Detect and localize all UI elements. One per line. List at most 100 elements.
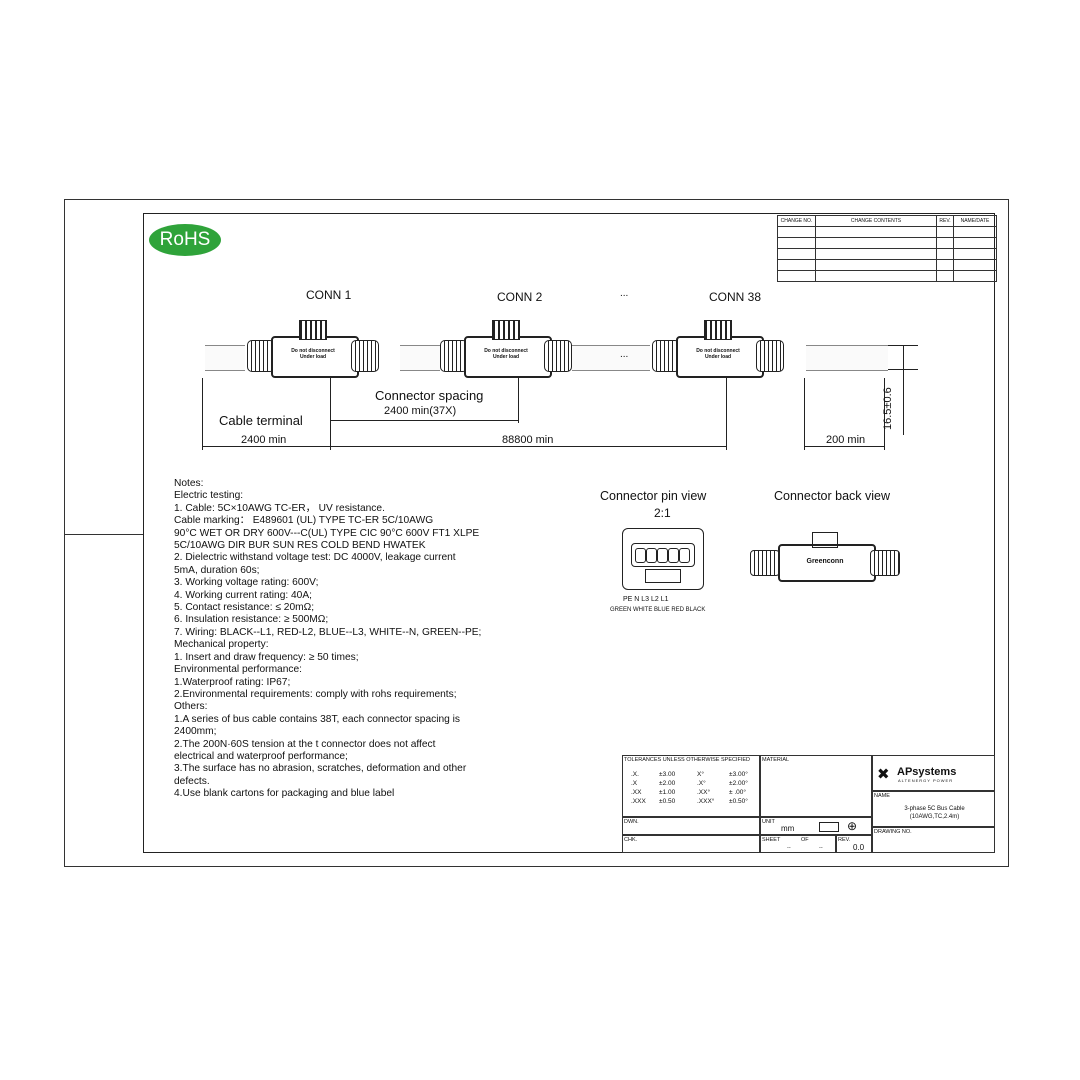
note-line: 5C/10AWG DIR BUR SUN RES COLD BEND HWATE… xyxy=(174,540,426,552)
cable-segment xyxy=(572,345,650,371)
note-line: 4. Working current rating: 40A; xyxy=(174,589,312,601)
connector-grip xyxy=(870,550,900,576)
note-line: Mechanical property: xyxy=(174,639,269,651)
drawing-no-cell: DRAWING NO. xyxy=(872,827,995,853)
dim-diameter-line xyxy=(903,345,904,435)
notes-block: Notes: Electric testing: 1. Cable: 5C×10… xyxy=(174,478,481,801)
revision-table: CHANGE NO. CHANGE CONTENTS REV. NAME/DAT… xyxy=(777,215,997,282)
connector-grip xyxy=(351,340,379,372)
note-line: 3.The surface has no abrasion, scratches… xyxy=(174,763,467,775)
dim-end xyxy=(804,446,884,447)
pin-socket xyxy=(631,543,695,567)
dim-connector-spacing xyxy=(330,420,518,421)
note-line: 3. Working voltage rating: 600V; xyxy=(174,577,319,589)
rohs-logo: RoHS xyxy=(149,224,221,256)
note-line: Notes: xyxy=(174,478,204,489)
pin-view-title: Connector pin view xyxy=(600,489,707,503)
connector-spacing-value: 2400 min(37X) xyxy=(384,405,457,417)
note-line: Electric testing: xyxy=(174,490,244,502)
connector-latch xyxy=(704,320,732,340)
material-cell: MATERIAL xyxy=(760,755,872,817)
note-line: 2.The 200N·60S tension at the t connecto… xyxy=(174,738,436,750)
dim-terminal xyxy=(202,446,330,447)
note-line: 1. Insert and draw frequency: ≥ 50 times… xyxy=(174,651,359,663)
name-cell: NAME 3-phase 5C Bus Cable (10AWG,TC,2.4m… xyxy=(872,791,995,827)
conn2-label: CONN 2 xyxy=(497,290,543,304)
connector-spacing-title: Connector spacing xyxy=(375,388,484,403)
company-tagline: ALTENERGY POWER xyxy=(898,778,954,783)
cable-segment xyxy=(205,345,245,371)
connector-grip xyxy=(750,550,780,576)
company-name: APsystems xyxy=(897,766,957,778)
connector-back-diagram: Greenconn xyxy=(750,532,900,582)
unit-cell: UNIT mm ⊕ xyxy=(760,817,872,835)
note-line: 5. Contact resistance: ≤ 20mΩ; xyxy=(174,602,315,614)
dim-extension-line xyxy=(726,378,727,450)
note-line: 2.Environmental requirements: comply wit… xyxy=(174,688,457,700)
dim-diameter-tick xyxy=(888,345,918,346)
note-line: 2400mm; xyxy=(174,726,217,738)
pin-key xyxy=(645,569,681,583)
drawing-outer-border xyxy=(64,199,1009,867)
brand-mark: Greenconn xyxy=(806,558,844,565)
note-line: Environmental performance: xyxy=(174,664,302,676)
dim-extension-line xyxy=(330,378,331,450)
tolerance-cell: TOLERANCES UNLESS OTHERWISE SPECIFIED .X… xyxy=(622,755,760,817)
dim-extension-line xyxy=(202,378,203,450)
note-line: 4.Use blank cartons for packaging and bl… xyxy=(174,788,395,800)
note-line: Cable marking： E489601 (UL) TYPE TC-ER 5… xyxy=(174,515,434,527)
note-line: 1. Cable: 5C×10AWG TC-ER， UV resistance. xyxy=(174,502,385,514)
end-length: 200 min xyxy=(826,434,866,446)
pin-colors: GREEN WHITE BLUE RED BLACK xyxy=(610,607,706,613)
back-view-title: Connector back view xyxy=(774,489,891,503)
drawing-frame xyxy=(143,213,995,853)
border-tick xyxy=(64,534,143,535)
note-line: 90°C WET OR DRY 600V---C(UL) TYPE CIC 90… xyxy=(174,527,480,539)
projection-cone-icon xyxy=(819,822,839,832)
terminal-length: 2400 min xyxy=(241,434,287,446)
dim-extension-line xyxy=(804,378,805,450)
rev-header-rev: REV. xyxy=(936,215,954,227)
title-block: TOLERANCES UNLESS OTHERWISE SPECIFIED .X… xyxy=(622,755,995,853)
rev-header-contents: CHANGE CONTENTS xyxy=(815,215,937,227)
unit-value: mm xyxy=(781,824,795,833)
conn1-label: CONN 1 xyxy=(306,288,352,302)
connector-grip xyxy=(544,340,572,372)
connector-pin-diagram xyxy=(622,528,704,590)
cable-segment xyxy=(400,345,440,371)
connector-latch xyxy=(812,532,838,548)
note-line: 1.Waterproof rating: IP67; xyxy=(174,676,291,688)
note-line: 1.A series of bus cable contains 38T, ea… xyxy=(174,713,460,725)
dim-total xyxy=(330,446,726,447)
note-line: 2. Dielectric withstand voltage test: DC… xyxy=(174,552,456,564)
apsystems-logo-icon: ✖ xyxy=(877,766,890,783)
connector-latch xyxy=(299,320,327,340)
rev-header-name-date: NAME/DATE xyxy=(953,215,997,227)
connector-latch xyxy=(492,320,520,340)
cable-segment xyxy=(806,345,888,371)
conn38-label: CONN 38 xyxy=(709,290,762,304)
projection-circle-icon: ⊕ xyxy=(847,819,858,833)
pin-labels: PE N L3 L2 L1 xyxy=(623,596,669,603)
note-line: Others: xyxy=(174,701,208,713)
dim-extension-line xyxy=(884,378,885,450)
note-line: 6. Insulation resistance: ≥ 500MΩ; xyxy=(174,614,329,626)
drawn-by-cell: DWN. xyxy=(622,817,760,835)
connector-grip xyxy=(756,340,784,372)
diameter-label: 16.5±0.6 xyxy=(882,387,894,430)
cable-terminal-label: Cable terminal xyxy=(219,413,303,428)
total-length: 88800 min xyxy=(502,434,554,446)
ellipsis-label: ... xyxy=(620,349,629,360)
company-cell: ✖ APsystems ALTENERGY POWER xyxy=(872,755,995,791)
rev-header-change-no: CHANGE NO. xyxy=(777,215,816,227)
rev-cell: REV. 0.0 xyxy=(836,835,872,853)
dim-diameter-tick xyxy=(888,369,918,370)
note-line: defects. xyxy=(174,775,210,787)
note-line: 5mA, duration 60s; xyxy=(174,564,260,576)
